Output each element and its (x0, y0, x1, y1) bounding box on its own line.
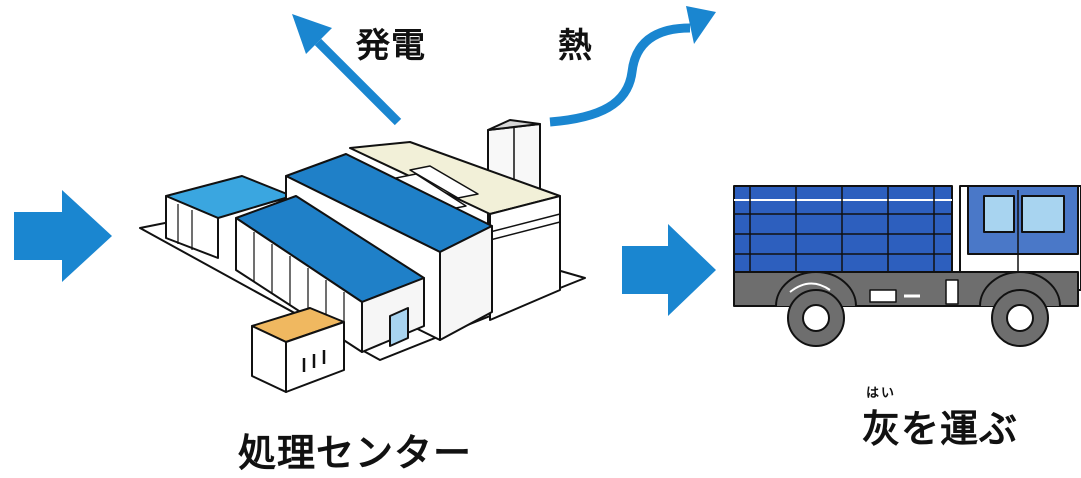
power-arrow-icon (292, 14, 402, 126)
processing-plant-icon (139, 119, 586, 393)
truck-icon (733, 185, 1081, 347)
heat-arrow-icon (549, 6, 716, 127)
heat-label: 熱 (558, 26, 592, 66)
ash-furigana: はい (866, 386, 897, 401)
power-label: 発電 (356, 26, 426, 66)
processing-center-label: 処理センター (238, 431, 473, 475)
carry-ash-label: 灰を運ぶ (862, 407, 1019, 451)
outgoing-arrow-icon (622, 224, 716, 316)
incoming-arrow-icon (14, 190, 112, 282)
